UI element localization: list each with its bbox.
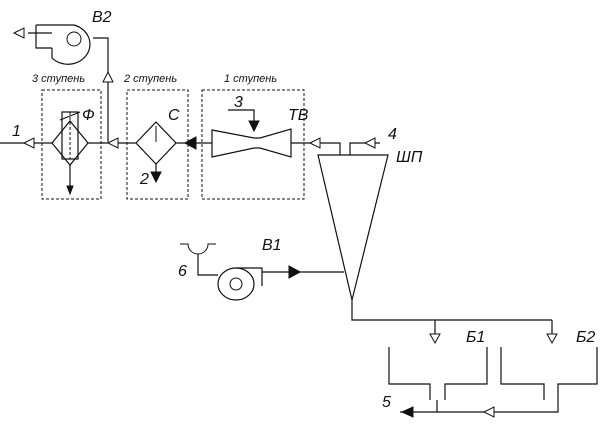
flow-arrow-icon <box>106 137 119 149</box>
fan-impeller-icon <box>229 277 243 291</box>
air-arrow-solid-icon <box>288 265 302 279</box>
label-venturi: ТВ <box>288 107 309 124</box>
stage1-box <box>201 89 305 200</box>
liquid-feed-arrow-icon <box>248 120 260 133</box>
label-bunker1: Б1 <box>466 329 485 346</box>
flow-arrow-solid-icon <box>183 136 197 150</box>
separator-c <box>135 121 177 184</box>
fan-impeller-icon <box>66 31 82 47</box>
bunker-b2 <box>500 347 598 400</box>
discharge-arrow-icon <box>429 333 441 345</box>
flow-arrow-icon <box>308 137 321 149</box>
stage1-label: 1 ступень <box>224 73 277 85</box>
stage2-label: 2 ступень <box>123 73 177 85</box>
flow-arrow-up-icon <box>102 70 114 83</box>
label-bunker2: Б2 <box>576 329 595 346</box>
label-sludge-pump: ШП <box>396 149 423 166</box>
exhaust-arrow-icon <box>12 27 25 39</box>
discharge-arrow-icon <box>546 333 558 345</box>
stream-4-label: 4 <box>388 126 397 143</box>
drain-arrow-solid-icon <box>150 171 162 184</box>
label-separator: С <box>168 107 180 124</box>
product-arrow-icon <box>400 406 414 418</box>
outlet-arrow-icon <box>22 137 35 149</box>
label-b2: В2 <box>92 9 112 26</box>
stream-5-label: 5 <box>382 394 391 411</box>
stage3-box <box>41 89 102 200</box>
filter-f <box>51 111 89 196</box>
stage3-label: 3 ступень <box>32 73 85 85</box>
label-filter: Ф <box>82 107 95 124</box>
drain-arrow-icon <box>66 185 74 196</box>
label-b1: В1 <box>262 237 282 254</box>
venturi-tube <box>211 109 292 158</box>
fan-b2 <box>12 24 114 142</box>
fan-b1 <box>180 243 344 301</box>
bunker-b1 <box>388 347 488 400</box>
flow-arrow-icon <box>482 406 495 418</box>
stream-3-label: 3 <box>234 94 243 111</box>
stream-2-label: 2 <box>139 171 149 188</box>
stream-1-label: 1 <box>12 123 21 140</box>
cyclone-cone <box>317 137 558 345</box>
stream-6-label: 6 <box>178 263 187 280</box>
inlet-arrow-icon <box>363 137 376 149</box>
